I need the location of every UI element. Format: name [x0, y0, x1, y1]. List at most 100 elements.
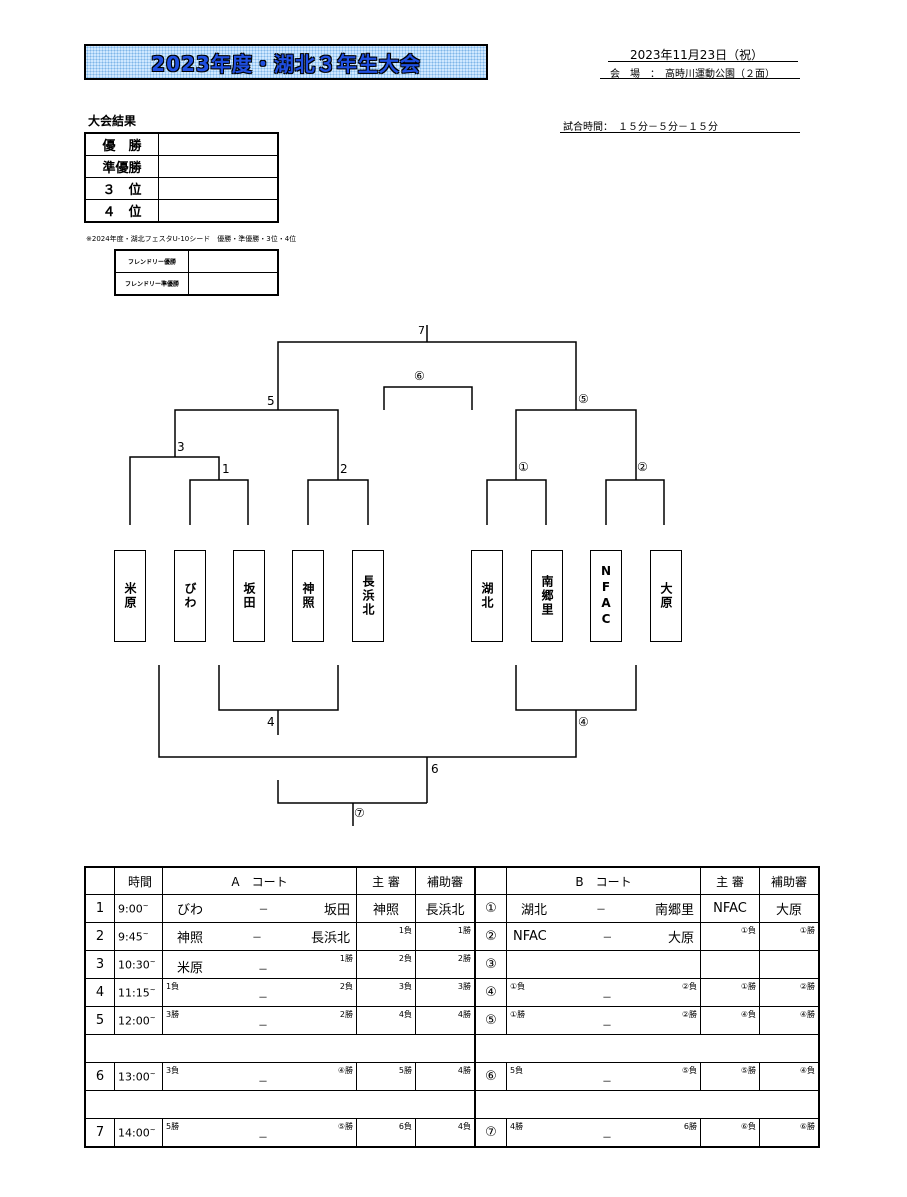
team-maibara: 米原: [114, 550, 146, 642]
b-match: 5負－⑤負: [506, 1062, 701, 1091]
a-asst: 長浜北: [415, 894, 476, 923]
b-asst: 大原: [759, 894, 820, 923]
b-asst: ⑥勝: [759, 1118, 820, 1148]
b-asst: [759, 950, 820, 979]
b-ref: ⑤勝: [700, 1062, 760, 1091]
team-sakata: 坂田: [233, 550, 265, 642]
a-asst: 4勝: [415, 1062, 476, 1091]
bracket-label-7b: ⑦: [354, 806, 365, 820]
b-ref: ⑥負: [700, 1118, 760, 1148]
bracket-label-6: 6: [431, 762, 439, 776]
b-ref: ④負: [700, 1006, 760, 1035]
table-row: 4 11:15~ 1負－2負 3負 3勝 ④ ①負－②負 ①勝 ②勝: [84, 978, 820, 1007]
table-row: 3 10:30~ 米原－1勝 2負 2勝 ③: [84, 950, 820, 979]
row-time: 13:00~: [114, 1062, 163, 1091]
b-ref: ①勝: [700, 978, 760, 1007]
col-asst: 補助審: [415, 866, 476, 895]
b-match-no: ①: [474, 894, 507, 923]
team-nfac: NFAC: [590, 550, 622, 642]
bracket-label-2b: ②: [637, 460, 648, 474]
results-heading: 大会結果: [88, 114, 137, 128]
bracket-label-2: 2: [340, 462, 348, 476]
seed-note: ※2024年度・湖北フェスタU-10シード 優勝・準優勝・3位・4位: [86, 235, 297, 243]
b-match-no: ⑥: [474, 1062, 507, 1091]
row-time: 9:45~: [114, 922, 163, 951]
b-match: 4勝－6勝: [506, 1118, 701, 1148]
a-ref: 5勝: [356, 1062, 416, 1091]
b-match-no: ②: [474, 922, 507, 951]
col-asst-b: 補助審: [759, 866, 820, 895]
b-ref: [700, 950, 760, 979]
b-match: 湖北－南郷里: [506, 894, 701, 923]
row-number: 3: [84, 950, 115, 979]
bracket-label-4b: ④: [578, 715, 589, 729]
event-venue: 会 場 ： 高時川運動公園（２面）: [610, 69, 775, 80]
result-value[interactable]: [158, 177, 279, 200]
b-match-no: ③: [474, 950, 507, 979]
row-time: 14:00~: [114, 1118, 163, 1148]
row-time: 10:30~: [114, 950, 163, 979]
friendly-table: フレンドリー優勝 フレンドリー準優勝: [114, 249, 279, 296]
row-number: 5: [84, 1006, 115, 1035]
row-number: 6: [84, 1062, 115, 1091]
b-match: ①負－②負: [506, 978, 701, 1007]
row-number: 7: [84, 1118, 115, 1148]
bracket-label-1b: ①: [518, 460, 529, 474]
row-number: 4: [84, 978, 115, 1007]
col-ref: 主 審: [356, 866, 416, 895]
table-row: フレンドリー優勝: [114, 249, 279, 273]
table-row: ４ 位: [84, 199, 279, 223]
a-match: 神照－長浜北: [162, 922, 357, 951]
team-biwa: びわ: [174, 550, 206, 642]
friendly-value[interactable]: [188, 272, 279, 296]
team-nagahamakita: 長浜北: [352, 550, 384, 642]
b-match: [506, 950, 701, 979]
row-number: 1: [84, 894, 115, 923]
bracket-label-6-top: ⑥: [414, 369, 425, 383]
b-match: ①勝－②勝: [506, 1006, 701, 1035]
a-asst: 1勝: [415, 922, 476, 951]
a-ref: 3負: [356, 978, 416, 1007]
b-match-no: ⑤: [474, 1006, 507, 1035]
col-b-court: B コート: [506, 866, 701, 895]
a-match: 3負－④勝: [162, 1062, 357, 1091]
result-value[interactable]: [158, 199, 279, 223]
team-kamiteru: 神照: [292, 550, 324, 642]
team-kohoku: 湖北: [471, 550, 503, 642]
a-match: 米原－1勝: [162, 950, 357, 979]
table-row: 7 14:00~ 5勝－⑤勝 6負 4負 ⑦ 4勝－6勝 ⑥負 ⑥勝: [84, 1118, 820, 1148]
b-asst: ④負: [759, 1062, 820, 1091]
a-match: 5勝－⑤勝: [162, 1118, 357, 1148]
friendly-label: フレンドリー準優勝: [114, 272, 189, 296]
b-asst: ①勝: [759, 922, 820, 951]
row-time: 11:15~: [114, 978, 163, 1007]
result-label: ３ 位: [84, 177, 159, 200]
event-date: 2023年11月23日（祝）: [630, 48, 764, 62]
a-ref: 神照: [356, 894, 416, 923]
b-ref: ①負: [700, 922, 760, 951]
results-table: 優 勝 準優勝 ３ 位 ４ 位: [84, 132, 279, 223]
divider: [608, 61, 798, 62]
page-title: 2023年度・湖北３年生大会: [84, 44, 488, 80]
bracket-label-7: 7: [418, 324, 425, 337]
col-time: 時間: [114, 866, 163, 895]
a-ref: 6負: [356, 1118, 416, 1148]
b-asst: ②勝: [759, 978, 820, 1007]
a-ref: 4負: [356, 1006, 416, 1035]
row-time: 9:00~: [114, 894, 163, 923]
table-row: 5 12:00~ 3勝－2勝 4負 4勝 ⑤ ①勝－②勝 ④負 ④勝: [84, 1006, 820, 1035]
b-ref: NFAC: [700, 894, 760, 923]
table-row: 6 13:00~ 3負－④勝 5勝 4勝 ⑥ 5負－⑤負 ⑤勝 ④負: [84, 1062, 820, 1091]
divider: [560, 132, 800, 133]
bracket-label-4: 4: [267, 715, 275, 729]
b-match: NFAC－大原: [506, 922, 701, 951]
table-row: 準優勝: [84, 155, 279, 178]
bracket-label-5b: ⑤: [578, 392, 589, 406]
table-header-row: 時間 A コート 主 審 補助審 B コート 主 審 補助審: [84, 866, 820, 895]
bracket-label-1: 1: [222, 462, 230, 476]
bracket-lines: [129, 325, 665, 826]
match-time: 試合時間： １５分－５分－１５分: [563, 122, 718, 133]
table-row: ３ 位: [84, 177, 279, 200]
a-asst: 4負: [415, 1118, 476, 1148]
result-label: ４ 位: [84, 199, 159, 223]
